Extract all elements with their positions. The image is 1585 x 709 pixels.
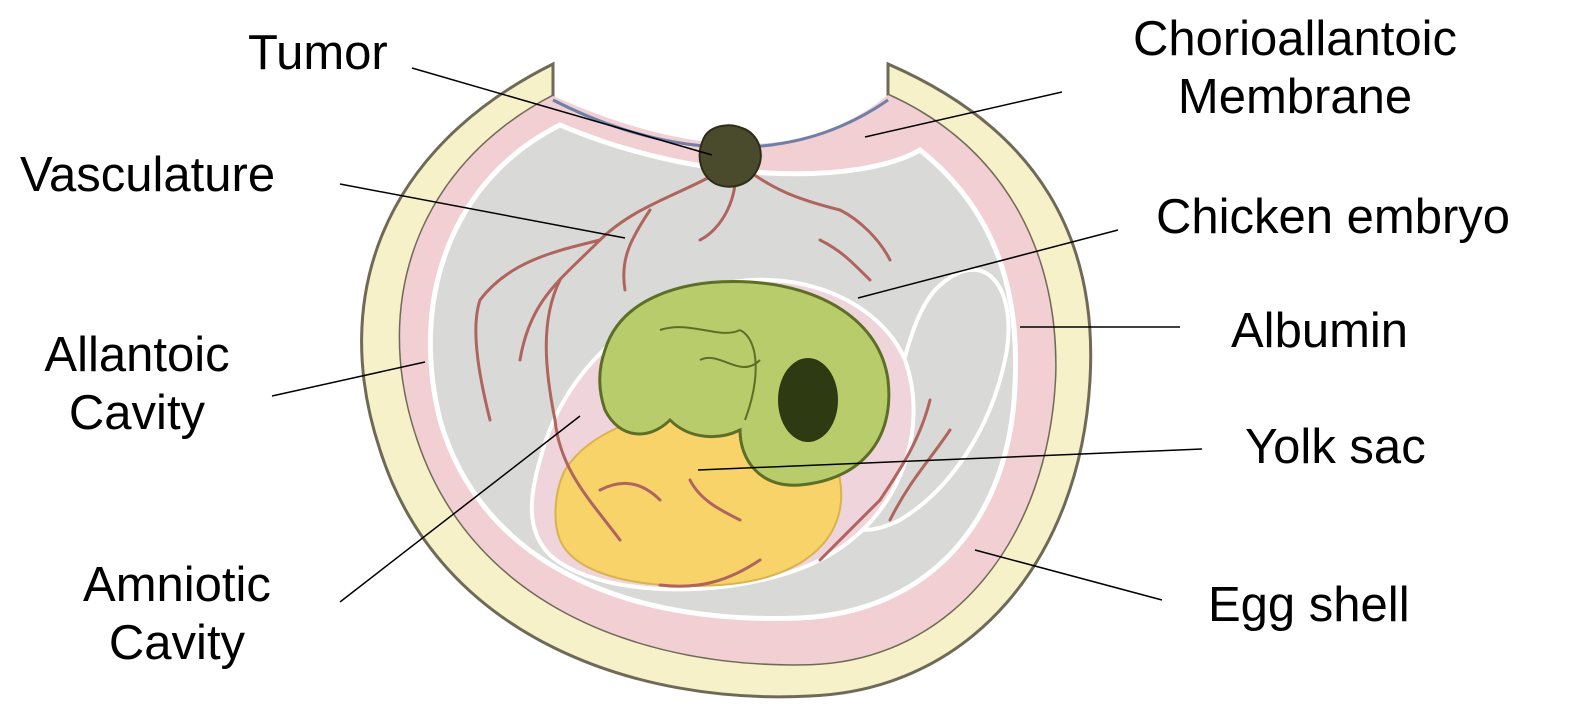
- label-chorioallantoic-line1: Chorioallantoic: [1090, 10, 1500, 68]
- label-amniotic-line2: Cavity: [52, 614, 302, 672]
- label-allantoic-line1: Allantoic: [22, 326, 252, 384]
- label-chorioallantoic-membrane: Chorioallantoic Membrane: [1090, 10, 1500, 126]
- label-allantoic-line2: Cavity: [22, 384, 252, 442]
- tumor: [700, 125, 761, 186]
- label-tumor: Tumor: [248, 24, 388, 82]
- label-vasculature: Vasculature: [20, 146, 275, 204]
- label-allantoic-cavity: Allantoic Cavity: [22, 326, 252, 442]
- label-chicken-embryo: Chicken embryo: [1156, 188, 1510, 246]
- label-amniotic-cavity: Amniotic Cavity: [52, 556, 302, 672]
- label-amniotic-line1: Amniotic: [52, 556, 302, 614]
- embryo-eye: [778, 358, 838, 442]
- label-egg-shell: Egg shell: [1208, 576, 1410, 634]
- label-albumin: Albumin: [1231, 302, 1408, 360]
- label-yolk-sac: Yolk sac: [1245, 418, 1426, 476]
- label-chorioallantoic-line2: Membrane: [1090, 68, 1500, 126]
